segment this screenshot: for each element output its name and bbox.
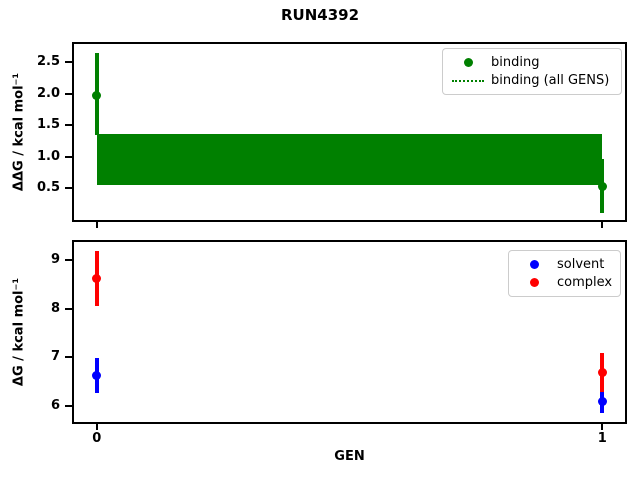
y-tick [65, 124, 72, 127]
legend-label: solvent [557, 256, 605, 272]
data-point-binding-1 [597, 181, 607, 191]
y-tick-label: 2.0 [36, 85, 60, 101]
top-legend: binding binding (all GENS) [442, 48, 622, 95]
y-tick-label: 1.5 [36, 117, 60, 133]
y-tick-label: 7 [50, 349, 60, 365]
legend-handle [517, 278, 551, 288]
complex-dot-icon [529, 278, 539, 288]
legend-handle [451, 79, 485, 82]
binding-dot-icon [463, 57, 473, 67]
y-tick [65, 186, 72, 189]
figure-title: RUN4392 [280, 6, 360, 24]
solvent-dot-icon [529, 259, 539, 269]
legend-handle [517, 259, 551, 269]
y-tick [65, 155, 72, 158]
y-tick-label: 8 [50, 300, 60, 316]
x-tick-label: 1 [597, 431, 607, 446]
x-tick [95, 222, 98, 228]
legend-row: solvent [517, 255, 612, 274]
x-tick [601, 424, 604, 430]
x-tick-label: 0 [92, 431, 102, 446]
binding-all-gens--dotted-line-icon [452, 79, 484, 82]
y-tick [65, 404, 72, 407]
confidence-band-binding-all-gens- [96, 133, 603, 186]
y-tick-label: 6 [50, 397, 60, 413]
legend-label: binding (all GENS) [491, 73, 610, 89]
legend-handle [451, 57, 485, 67]
legend-label: complex [557, 275, 613, 291]
top-axes [72, 42, 627, 222]
data-point-solvent-0 [92, 371, 102, 381]
data-point-complex-1 [597, 368, 607, 378]
legend-label: binding [491, 54, 540, 70]
legend-row: binding (all GENS) [451, 72, 613, 91]
legend-row: binding [451, 53, 613, 72]
y-tick-label: 1.0 [36, 148, 60, 164]
y-tick [65, 356, 72, 359]
bottom-axes [72, 240, 627, 424]
bottom-legend: solvent complex [508, 250, 621, 297]
y-tick [65, 259, 72, 262]
legend-row: complex [517, 274, 612, 293]
y-tick [65, 307, 72, 310]
data-point-complex-0 [92, 274, 102, 284]
y-tick-label: 0.5 [36, 179, 60, 195]
y-tick-label: 2.5 [36, 54, 60, 70]
data-point-solvent-1 [597, 396, 607, 406]
data-point-binding-0 [92, 91, 102, 101]
x-axis-label: GEN [334, 449, 365, 464]
x-tick [95, 424, 98, 430]
y-tick [65, 92, 72, 95]
x-tick [601, 222, 604, 228]
y-tick-label: 9 [50, 252, 60, 268]
y-tick [65, 61, 72, 64]
